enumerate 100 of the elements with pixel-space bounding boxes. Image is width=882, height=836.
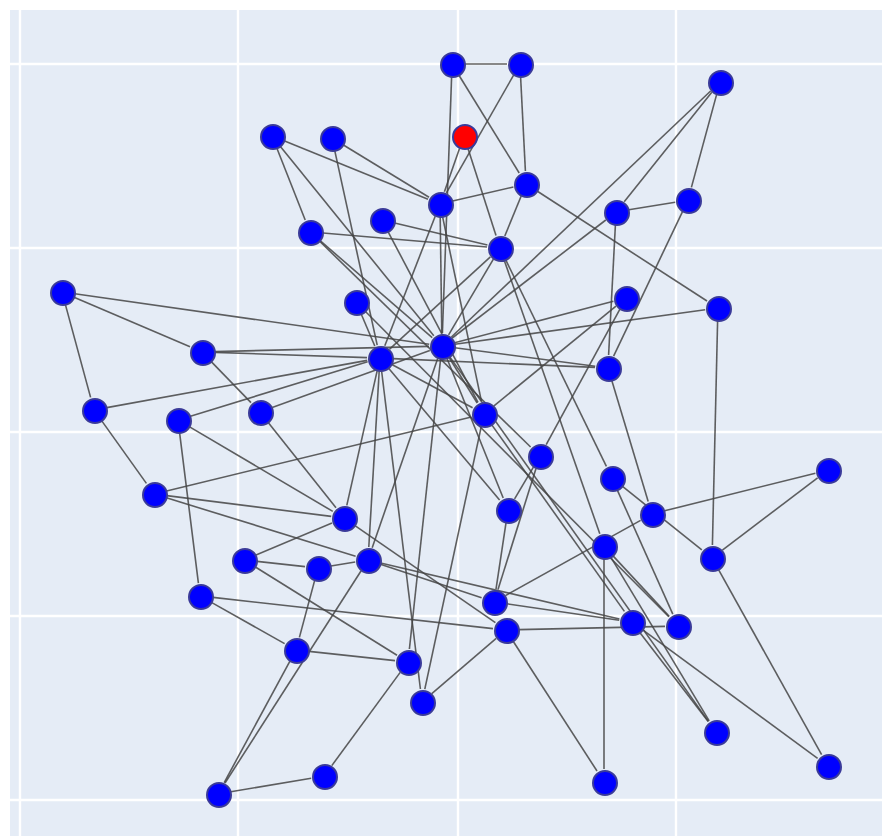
edge-line: [512, 640, 598, 772]
edge-line: [214, 351, 368, 359]
edge-line: [390, 363, 474, 409]
edge-line: [393, 222, 489, 246]
edge-line: [210, 601, 286, 645]
edge-line: [616, 489, 674, 615]
edge-line: [267, 421, 337, 509]
edge-line: [165, 416, 473, 492]
edge-line: [100, 419, 148, 485]
edge-line: [441, 216, 483, 402]
edge-line: [628, 201, 676, 211]
edge-line: [178, 432, 200, 584]
edge-line: [721, 477, 819, 551]
edge-line: [388, 256, 492, 350]
edge-line: [623, 91, 713, 203]
edge-line: [536, 190, 708, 302]
edge-line: [224, 570, 362, 784]
edge-line: [279, 145, 435, 337]
edge-line: [283, 140, 429, 200]
edge-line: [453, 300, 615, 344]
edge-line: [447, 258, 495, 336]
edge-line: [166, 494, 332, 518]
edge-line: [717, 568, 823, 756]
edge-line: [424, 426, 482, 690]
edge-line: [353, 524, 497, 624]
edge-line: [663, 472, 817, 512]
edge-line: [256, 560, 306, 568]
edge-line: [639, 631, 709, 723]
edge-line: [612, 554, 670, 618]
edge-line: [503, 259, 601, 535]
edge-line: [298, 579, 316, 639]
edge-line: [73, 296, 191, 348]
edge-line: [518, 625, 666, 631]
edge-line: [439, 216, 443, 334]
edge-line: [74, 293, 430, 345]
edge-line: [380, 370, 422, 690]
edge-line: [210, 360, 252, 404]
edge-line: [384, 215, 436, 347]
edge-line: [387, 367, 501, 501]
edge-line: [690, 93, 718, 189]
edge-line: [445, 74, 515, 194]
edge-line: [371, 357, 439, 549]
edge-line: [214, 345, 430, 353]
edge-line: [519, 76, 527, 172]
edge-line: [331, 671, 401, 767]
edge-line: [255, 522, 333, 556]
edge-line: [451, 186, 515, 202]
edge-line: [443, 147, 461, 193]
edge-line: [506, 603, 620, 621]
edge-line: [368, 370, 380, 548]
edge-line: [464, 63, 508, 65]
edge-line: [504, 195, 522, 237]
edge-line: [387, 230, 479, 404]
edge-line: [467, 147, 497, 237]
edge-line: [392, 357, 596, 369]
edge-line: [497, 467, 537, 591]
edge-line: [271, 349, 431, 409]
edge-line: [504, 258, 608, 468]
edge-line: [448, 356, 478, 404]
edge-line: [621, 485, 703, 551]
edge-line: [408, 358, 442, 650]
edge-line: [319, 239, 433, 339]
edge-line: [448, 355, 710, 723]
edge-line: [495, 522, 507, 590]
edge-line: [223, 660, 291, 784]
edge-line: [318, 240, 532, 448]
edge-line: [603, 558, 605, 770]
edge-line: [379, 562, 621, 620]
edge-line: [607, 224, 617, 356]
edge-line: [612, 211, 684, 357]
edge-line: [504, 519, 642, 597]
edge-line: [446, 357, 504, 499]
edge-line: [212, 596, 494, 630]
edge-line: [64, 303, 92, 399]
edge-line: [379, 563, 483, 599]
edge-line: [610, 556, 710, 722]
edge-line: [454, 347, 596, 367]
edge-line: [342, 144, 430, 198]
edge-line: [611, 379, 649, 503]
edge-line: [334, 150, 378, 346]
edge-line: [493, 305, 617, 407]
edge-line: [458, 74, 520, 174]
edge-line: [165, 497, 357, 557]
edge-line: [106, 359, 368, 409]
edge-line: [188, 425, 334, 513]
edge-line: [431, 637, 497, 695]
edge-line: [364, 310, 670, 618]
edge-line: [230, 777, 312, 793]
edge-line: [322, 232, 488, 248]
edge-line: [450, 90, 712, 338]
edge-line: [360, 313, 376, 347]
edge-line: [711, 320, 719, 546]
edge-line: [276, 147, 306, 221]
edge-line: [454, 309, 706, 345]
edge-line: [308, 650, 396, 662]
edge-line: [513, 466, 535, 500]
edge-line: [545, 308, 621, 446]
edge-line: [346, 369, 378, 507]
edge-line: [330, 561, 356, 567]
edge-line: [641, 628, 819, 760]
